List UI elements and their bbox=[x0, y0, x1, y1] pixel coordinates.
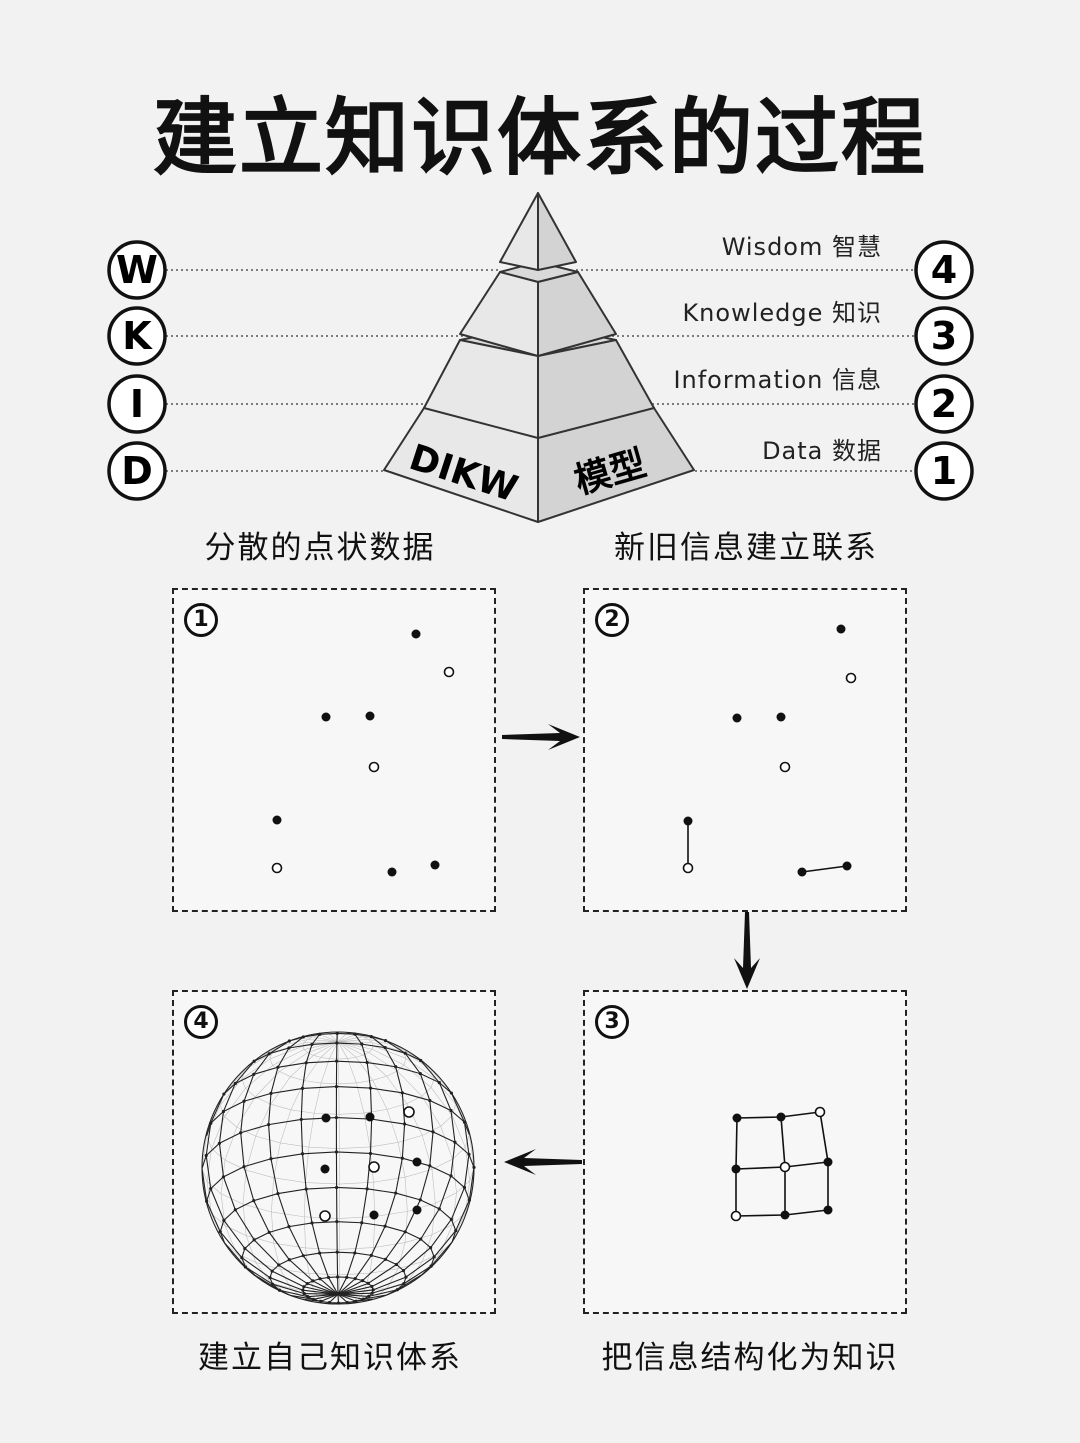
structured-grid bbox=[730, 1106, 833, 1222]
level-number: 2 bbox=[931, 382, 957, 426]
letter-circle-d: D bbox=[107, 441, 167, 501]
level-label-4: Wisdom 智慧 bbox=[722, 233, 882, 261]
connected-dots bbox=[682, 624, 857, 877]
level-label-2: Information 信息 bbox=[673, 366, 882, 394]
step-2-panel: 2 bbox=[583, 588, 907, 912]
level-circle-1: 1 Data 数据 bbox=[762, 437, 974, 501]
step-4-badge: 4 bbox=[184, 1005, 218, 1039]
tier-knowledge-right bbox=[537, 271, 617, 357]
letter-circle-w: W bbox=[107, 240, 167, 300]
arrow-right-icon bbox=[502, 724, 580, 750]
letter-label: K bbox=[122, 314, 153, 358]
level-circle-3: 3 Knowledge 知识 bbox=[682, 299, 974, 366]
letter-circle-k: K bbox=[107, 306, 167, 366]
step-3-panel: 3 bbox=[583, 990, 907, 1314]
step-4-panel: 4 bbox=[172, 990, 496, 1314]
tier-information-right bbox=[537, 339, 655, 439]
knowledge-sphere bbox=[201, 1031, 476, 1305]
arrow-left-icon bbox=[504, 1149, 582, 1175]
step-1-badge: 1 bbox=[184, 603, 218, 637]
highlighted-nodes bbox=[319, 1106, 422, 1222]
letter-label: D bbox=[121, 449, 153, 493]
tier-wisdom-left bbox=[499, 192, 539, 271]
level-circle-2: 2 Information 信息 bbox=[673, 366, 974, 434]
level-label-1: Data 数据 bbox=[762, 437, 882, 465]
step-2-caption: 新旧信息建立联系 bbox=[614, 530, 878, 566]
level-number: 3 bbox=[931, 314, 957, 358]
level-number: 1 bbox=[931, 449, 957, 493]
scattered-dots bbox=[271, 629, 455, 877]
level-label-3: Knowledge 知识 bbox=[682, 299, 882, 327]
step-3-badge: 3 bbox=[595, 1005, 629, 1039]
step-1-caption: 分散的点状数据 bbox=[204, 530, 436, 566]
step-2-badge: 2 bbox=[595, 603, 629, 637]
level-number: 4 bbox=[931, 248, 957, 292]
letter-label: W bbox=[116, 248, 158, 292]
step-3-caption: 把信息结构化为知识 bbox=[601, 1340, 899, 1376]
letter-label: I bbox=[130, 382, 144, 426]
arrow-down-icon bbox=[734, 912, 760, 989]
letter-circle-i: I bbox=[107, 374, 167, 434]
step-1-panel: 1 bbox=[172, 588, 496, 912]
level-circle-4: 4 Wisdom 智慧 bbox=[722, 233, 974, 300]
tier-wisdom-right bbox=[537, 192, 577, 271]
step-4-caption: 建立自己知识体系 bbox=[198, 1340, 462, 1376]
page-title: 建立知识体系的过程 bbox=[152, 89, 927, 187]
